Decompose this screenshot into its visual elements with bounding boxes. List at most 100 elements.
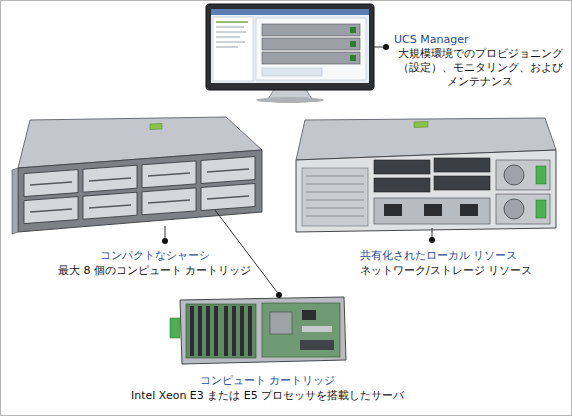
illustration-part <box>240 306 244 356</box>
illustration-part <box>207 196 249 199</box>
illustration-part <box>296 150 556 232</box>
illustration-part <box>306 176 364 177</box>
leader-dot <box>162 238 168 244</box>
illustration-part <box>18 150 262 232</box>
illustration-part <box>24 157 255 224</box>
illustration-part <box>434 176 490 190</box>
illustration-part <box>170 318 180 338</box>
illustration-part <box>306 208 364 209</box>
illustration-part <box>306 184 364 185</box>
illustration-part <box>216 47 238 48</box>
illustration-part <box>306 176 364 216</box>
illustration-part <box>424 204 442 216</box>
illustration-part <box>224 306 228 356</box>
illustration-part <box>302 310 316 320</box>
illustration-part <box>198 306 202 356</box>
illustration-part <box>306 216 364 217</box>
illustration-part <box>211 9 369 15</box>
callout-heading: UCS Manager <box>394 33 468 47</box>
illustration-part <box>211 9 369 83</box>
illustration-part <box>148 200 190 203</box>
callout-text: 大規模環境でのプロビジョニング （設定）、モニタリング、および メンテナンス <box>394 47 566 89</box>
illustration-part <box>374 160 430 174</box>
illustration-part <box>213 17 253 81</box>
illustration-part <box>180 297 346 364</box>
illustration-part <box>12 168 18 234</box>
illustration-part <box>262 52 360 64</box>
leader-line <box>215 210 277 292</box>
illustration-part <box>374 178 430 192</box>
illustration-part <box>536 166 546 184</box>
illustration-part <box>186 304 256 358</box>
illustration-part <box>256 18 366 80</box>
illustration-part <box>504 165 524 185</box>
chassis-rear-illustration <box>296 118 556 232</box>
illustration-part <box>142 188 196 215</box>
illustration-part <box>496 194 550 224</box>
illustration-part <box>306 192 364 193</box>
illustration-part <box>214 306 218 356</box>
illustration-part <box>216 37 240 38</box>
illustration-part <box>350 41 356 47</box>
illustration-part <box>190 306 194 356</box>
illustration-part <box>201 157 255 184</box>
illustration-part <box>216 21 248 23</box>
callout-text: ネットワーク/ストレージ リソース <box>360 264 532 278</box>
illustration-part <box>24 197 78 224</box>
illustration-part <box>89 178 131 181</box>
illustration-part <box>262 24 360 36</box>
illustration-part <box>150 124 162 130</box>
cartridge-illustration <box>170 297 346 364</box>
illustration-part <box>201 184 255 211</box>
illustration-part <box>300 340 334 350</box>
illustration-part <box>350 55 356 61</box>
illustration-part <box>248 306 252 356</box>
illustration-part <box>216 32 246 33</box>
leader-dot <box>429 237 435 243</box>
callout-heading: コンピュート カートリッジ <box>200 374 336 388</box>
illustration-part <box>232 306 236 356</box>
illustration-part <box>83 192 137 219</box>
callout-heading: 共有化されたローカル リソース <box>360 249 518 263</box>
illustration-part <box>460 204 478 216</box>
leader-dot <box>276 292 282 298</box>
illustration-part <box>148 173 190 176</box>
illustration-part <box>302 326 332 332</box>
illustration-part <box>262 38 360 50</box>
illustration-part <box>384 204 402 216</box>
illustration-part <box>30 209 72 212</box>
leader-dot <box>383 44 389 50</box>
illustration-part <box>434 158 490 172</box>
illustration-part <box>207 169 249 172</box>
illustration-part <box>262 68 322 76</box>
illustration-part <box>83 165 137 192</box>
leader-line <box>432 228 433 237</box>
illustration-part <box>216 27 244 28</box>
illustration-part <box>350 27 356 33</box>
illustration-part <box>302 168 368 226</box>
callout-heading: コンパクトなシャーシ <box>100 249 210 263</box>
illustration-part <box>30 169 249 212</box>
illustration-part <box>216 42 245 43</box>
illustration-part <box>504 199 524 219</box>
monitor-illustration <box>206 4 374 103</box>
callout-text: 最大 8 個のコンピュート カートリッジ <box>58 264 252 278</box>
illustration-part <box>206 306 210 356</box>
illustration-part <box>206 4 374 90</box>
illustration-part <box>374 198 490 224</box>
illustration-part <box>190 306 252 356</box>
illustration-part <box>30 182 72 185</box>
illustration-part <box>496 160 550 190</box>
chassis-front-illustration <box>12 117 262 234</box>
illustration-part <box>24 170 78 197</box>
illustration-part <box>414 122 428 128</box>
callout-text: Intel Xeon E3 または E5 プロセッサを搭載したサーバ <box>131 389 404 403</box>
illustration-part <box>306 200 364 201</box>
illustration-part <box>262 303 340 357</box>
leader-line <box>165 226 166 238</box>
illustration-part <box>256 97 324 103</box>
illustration-part <box>536 200 546 218</box>
leader-line <box>374 47 383 48</box>
illustration-part <box>270 312 292 334</box>
